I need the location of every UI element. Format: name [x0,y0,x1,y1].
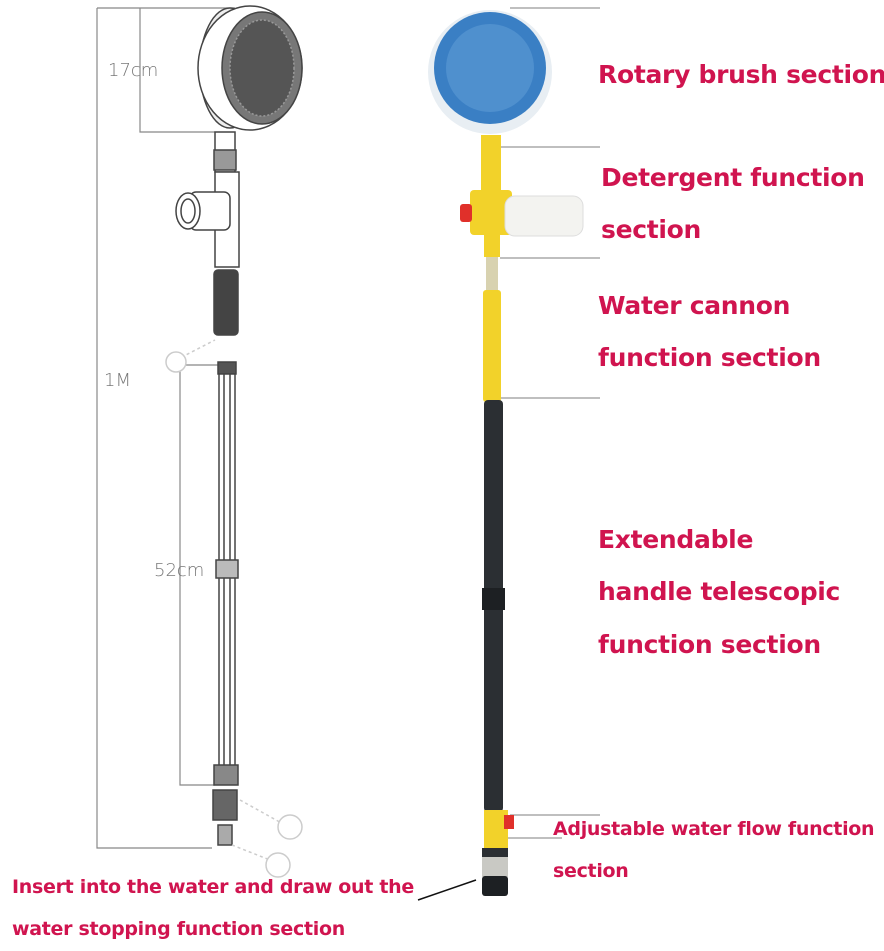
brush-diameter-label: 17cm [108,60,159,81]
leader-lines [417,7,600,901]
total-length-label: 1M [104,370,131,391]
detergent-label-line2: section [601,215,702,244]
water-cannon-label-line1: Water cannon [598,291,791,320]
adjustable-flow-label-line1: Adjustable water flow function [553,818,875,840]
extendable-label-line3: function section [598,630,821,659]
detergent-label-line1: Detergent function [601,163,865,192]
product-photo [428,10,584,896]
water-cannon-label-line2: function section [598,343,821,372]
extendable-label-line1: Extendable [598,525,754,554]
insert-water-label-line1: Insert into the water and draw out the [12,876,414,898]
adjustable-flow-label-line2: section [553,860,629,882]
pole-length-label: 52cm [154,560,205,581]
rotary-brush-label: Rotary brush section [598,60,884,89]
sketch-brush-drawing [165,5,303,878]
dimension-lines [96,7,235,849]
insert-water-label-line2: water stopping function section [12,918,345,940]
extendable-label-line2: handle telescopic [598,577,841,606]
